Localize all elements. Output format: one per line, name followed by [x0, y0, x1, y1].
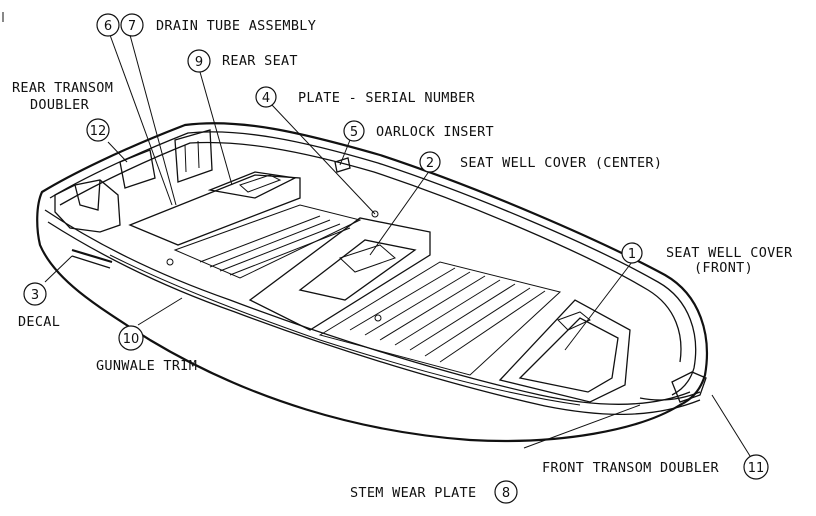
callout-number: 9: [195, 55, 203, 70]
callout-label: OARLOCK INSERT: [376, 124, 494, 140]
front-floor-ribs: [349, 267, 546, 363]
rear-seat-top: [207, 171, 298, 199]
callout-label: DECAL: [18, 314, 60, 330]
callout-label-line2: (FRONT): [694, 260, 753, 276]
rear-transom: [54, 179, 121, 233]
callout-5: 5 OARLOCK INSERT: [343, 120, 494, 142]
front-seat: [498, 299, 631, 403]
callout-circle: [187, 49, 211, 73]
callout-circle: [621, 242, 643, 264]
front-seat-hatch: [557, 311, 591, 331]
callout-label: SEAT WELL COVER: [666, 245, 793, 261]
oarlock-insert: [334, 157, 351, 173]
gunwale-rim-inner: [59, 141, 682, 363]
callout-number: 11: [748, 461, 765, 476]
front-deck-floor: [318, 261, 562, 376]
rear-seat-vent: [239, 174, 282, 193]
callout-number: 2: [426, 156, 434, 171]
callout-circle: [494, 480, 518, 504]
rear-deck-floor: [173, 204, 362, 279]
callout-8: 8 STEM WEAR PLATE: [350, 480, 518, 504]
callout-number: 5: [350, 125, 358, 140]
rear-transom-inner: [74, 179, 101, 211]
drain-fitting: [166, 258, 174, 266]
callout-1: 1 SEAT WELL COVER (FRONT): [621, 242, 793, 276]
callout-number: 8: [502, 486, 510, 501]
center-seat-screw: [374, 314, 382, 322]
callout-3: 3 DECAL: [18, 282, 60, 330]
callout-circle-6: [96, 13, 120, 37]
callout-number: 10: [123, 332, 140, 347]
callout-circle: [419, 151, 441, 173]
center-seat-hatch: [339, 244, 396, 273]
boat-illustration: [36, 122, 708, 443]
callout-label: REAR TRANSOM: [12, 80, 113, 96]
callout-10: 10 GUNWALE TRIM: [96, 325, 197, 374]
rear-corner-post-detail: [184, 140, 200, 173]
callout-number-7: 7: [128, 19, 136, 34]
callout-number: 1: [628, 247, 636, 262]
rear-transom-doubler: [119, 149, 156, 189]
rear-seat: [128, 174, 301, 246]
callout-number-6: 6: [104, 19, 112, 34]
callout-11: 11 FRONT TRANSOM DOUBLER: [542, 454, 769, 480]
stem-wear-plate: [639, 391, 701, 401]
callout-number: 4: [262, 91, 270, 106]
callout-label-line2: DOUBLER: [30, 97, 90, 113]
callout-6-7: 6 7 DRAIN TUBE ASSEMBLY: [96, 13, 316, 37]
decal-graphic: [71, 248, 113, 269]
callout-9: 9 REAR SEAT: [187, 49, 298, 73]
gunwale-rim: [49, 131, 697, 396]
leader-lines: [44, 34, 751, 457]
callout-number: 12: [90, 124, 107, 139]
front-seat-cover: [518, 317, 619, 393]
near-side-rim-3: [109, 254, 581, 406]
callout-circle: [86, 118, 110, 142]
callout-label: GUNWALE TRIM: [96, 358, 197, 374]
callout-label: STEM WEAR PLATE: [350, 485, 476, 501]
callout-label: PLATE - SERIAL NUMBER: [298, 90, 476, 106]
rear-corner-post: [174, 129, 213, 183]
callout-label: FRONT TRANSOM DOUBLER: [542, 460, 720, 476]
callout-label: SEAT WELL COVER (CENTER): [460, 155, 662, 171]
callout-4: 4 PLATE - SERIAL NUMBER: [255, 86, 476, 108]
callout-circle-7: [120, 13, 144, 37]
callout-circle: [343, 120, 365, 142]
callout-label: DRAIN TUBE ASSEMBLY: [156, 18, 316, 34]
callout-circle: [743, 454, 769, 480]
serial-plate-fitting: [371, 210, 379, 218]
callout-circle: [255, 86, 277, 108]
near-side-rim-2: [47, 221, 701, 416]
callout-circle: [118, 325, 144, 351]
callout-label: REAR SEAT: [222, 53, 298, 69]
center-seat-cover: [298, 239, 417, 301]
callout-number: 3: [31, 288, 39, 303]
callout-12: 12 REAR TRANSOM DOUBLER: [12, 80, 113, 142]
callout-circle: [23, 282, 47, 306]
center-seat: [248, 217, 431, 331]
callout-2: 2 SEAT WELL COVER (CENTER): [419, 151, 662, 173]
rear-floor-ribs: [199, 215, 351, 276]
